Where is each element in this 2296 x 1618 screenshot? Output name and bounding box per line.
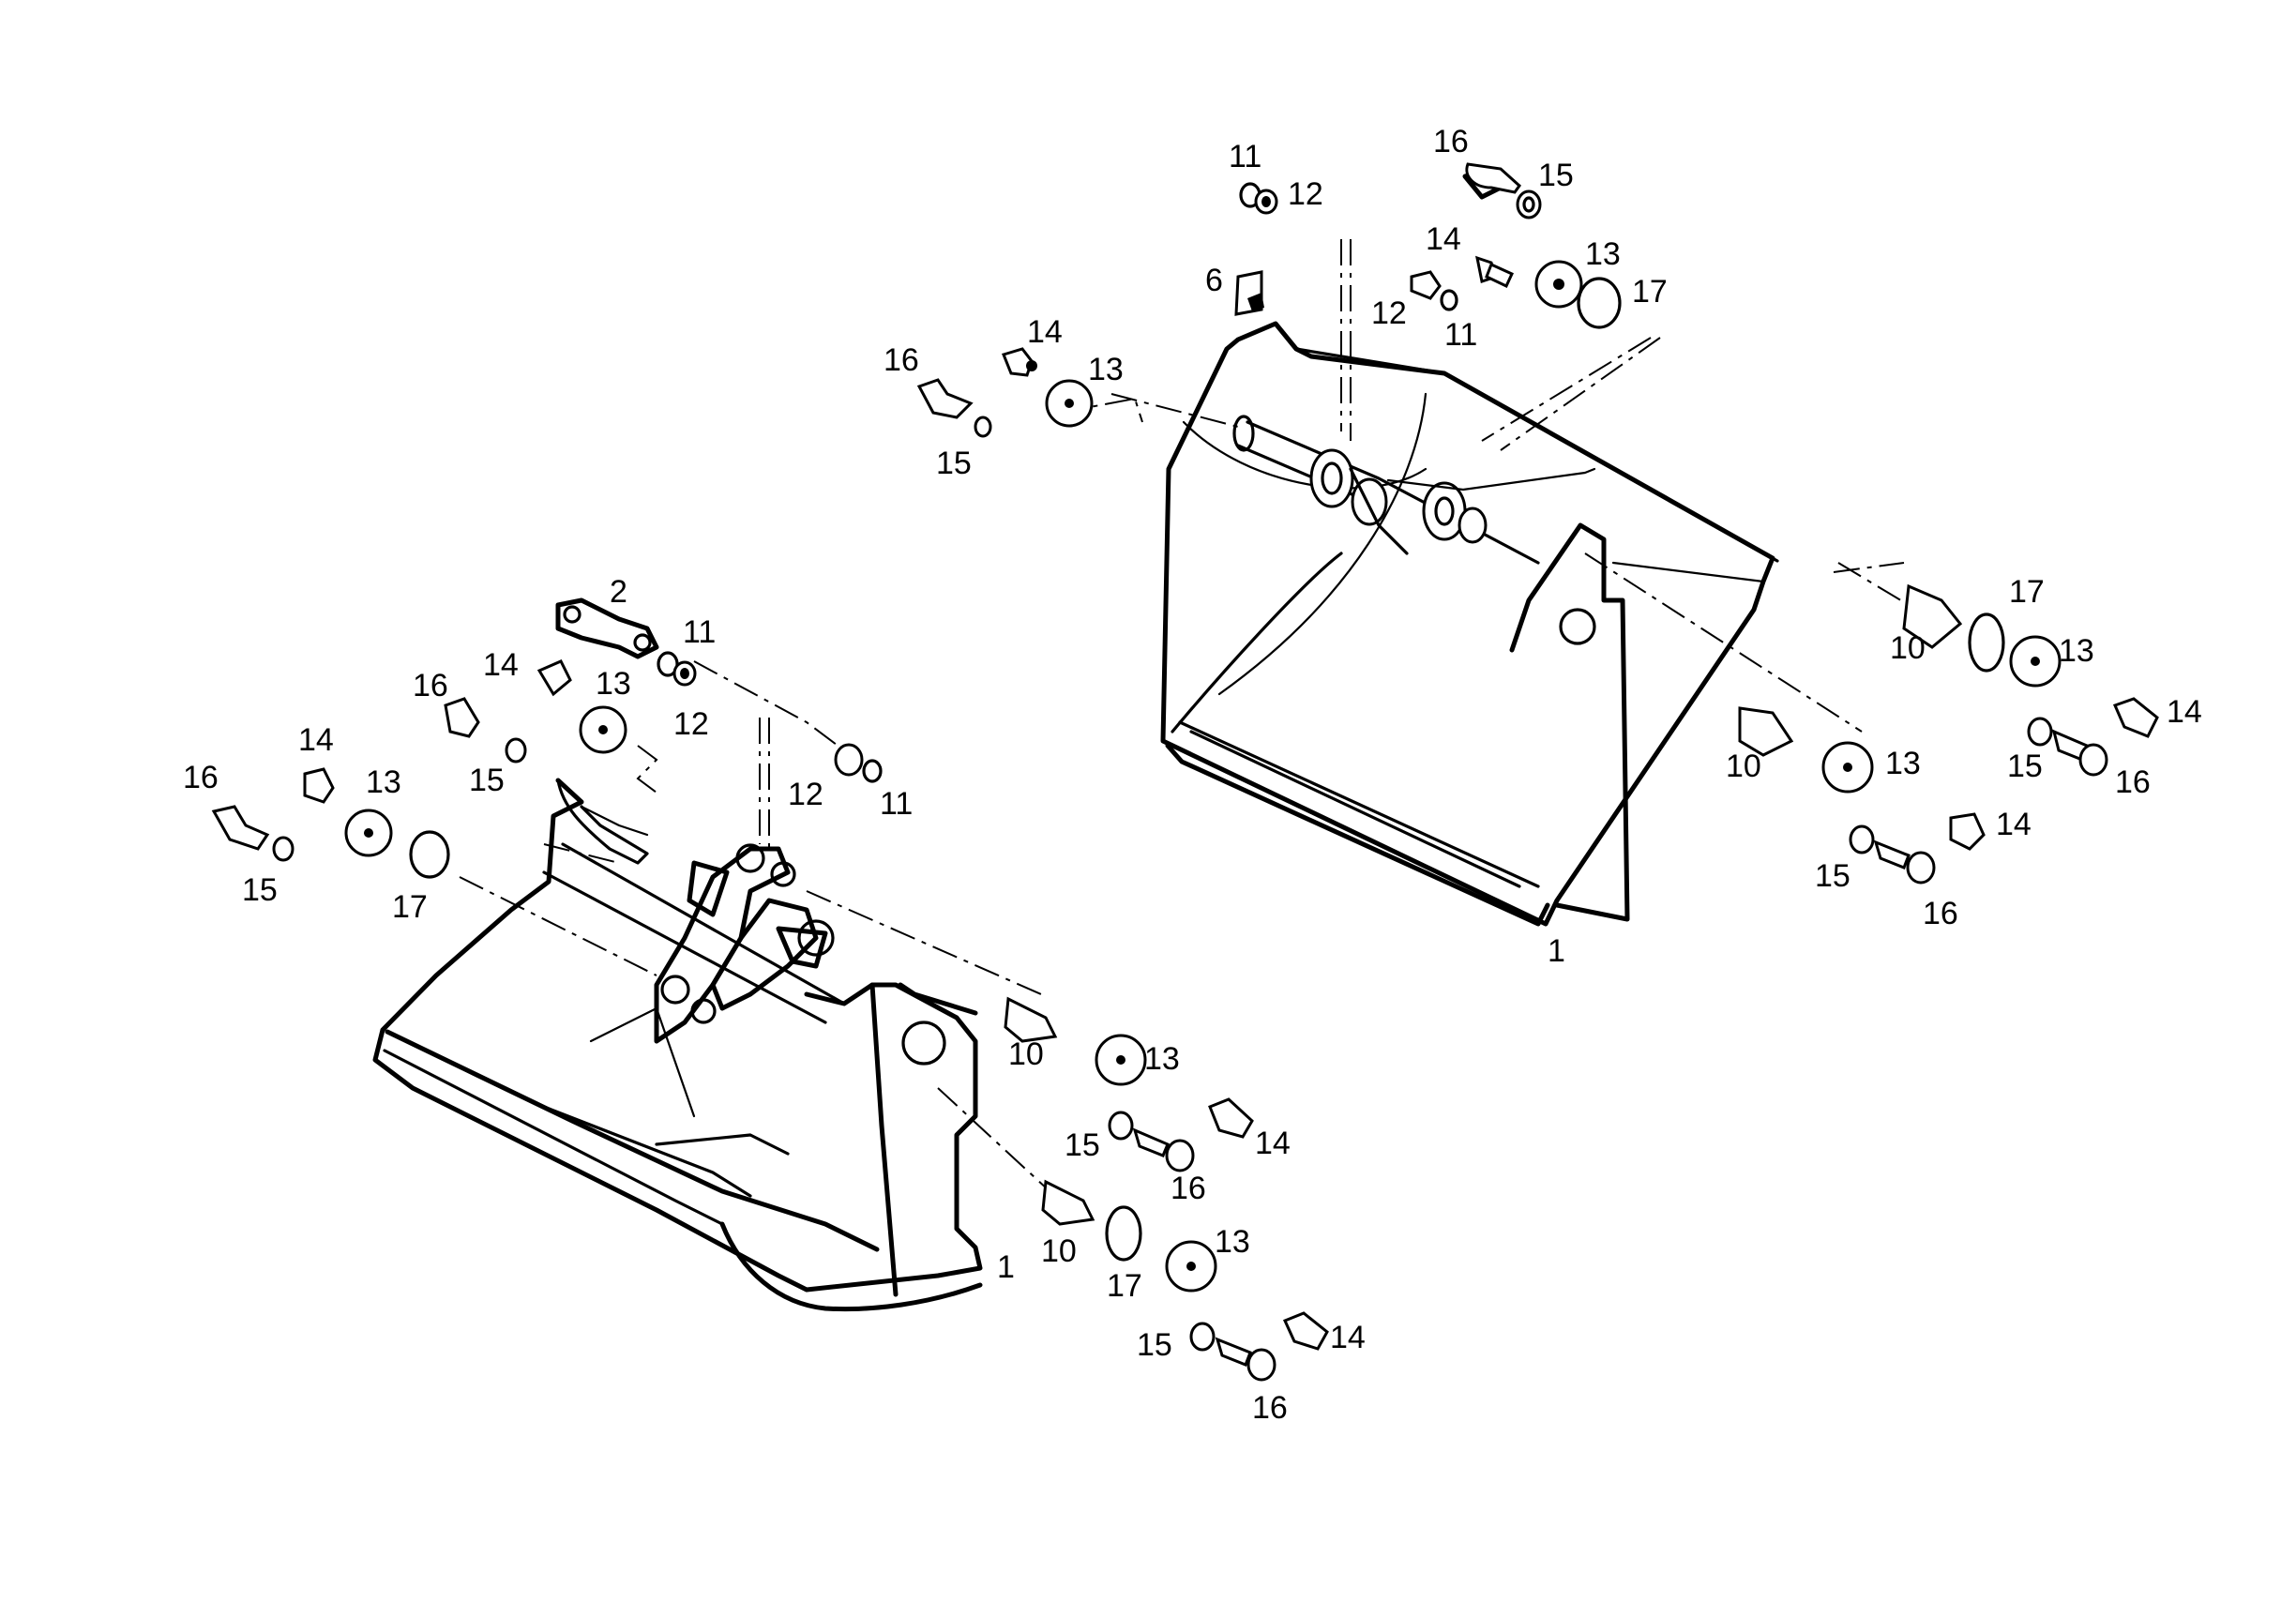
callout-r-11-top: 11 (1229, 139, 1261, 174)
callout-l-13-b: 13 (366, 764, 401, 800)
callout-r-6: 6 (1205, 263, 1223, 298)
callout-l-14-d: 14 (1330, 1320, 1366, 1355)
callout-l-14-c: 14 (1255, 1126, 1291, 1161)
callout-r-15-top: 15 (1538, 158, 1574, 193)
callout-r-14-top: 14 (1426, 221, 1461, 257)
callout-l-16-b: 16 (183, 760, 219, 795)
callout-r-15-right-a: 15 (2007, 749, 2043, 784)
callout-l-13-a: 13 (596, 666, 631, 702)
callout-l-15-c: 15 (1065, 1127, 1100, 1163)
callout-l-10-a: 10 (1008, 1036, 1044, 1072)
callout-r-14-left: 14 (1027, 314, 1063, 350)
callout-l-11-a: 11 (683, 614, 716, 650)
callout-l-13-d: 13 (1215, 1224, 1250, 1260)
callout-l-15-b: 15 (242, 872, 278, 908)
callout-r-10-right-b: 10 (1726, 749, 1761, 784)
callout-l-13-c: 13 (1144, 1041, 1180, 1077)
callout-l-17-b: 17 (1107, 1268, 1142, 1304)
callout-l-17-a: 17 (392, 889, 428, 925)
callout-l-15-a: 15 (469, 763, 505, 798)
callout-r-12-mid: 12 (1371, 295, 1407, 331)
callout-r-16-right-a: 16 (2115, 764, 2151, 800)
callout-l-14-a: 14 (483, 647, 519, 683)
callout-l-16-c: 16 (1171, 1171, 1206, 1206)
callout-l-16-a: 16 (413, 668, 448, 703)
callout-r-17-top: 17 (1632, 274, 1668, 310)
callout-r-16-right-b: 16 (1923, 896, 1958, 931)
callout-l-12-b: 12 (788, 777, 823, 812)
callout-r-10-right-a: 10 (1890, 630, 1926, 666)
callout-l-16-d: 16 (1252, 1390, 1288, 1426)
bucket-right (1059, 239, 1933, 927)
callout-l-1: 1 (997, 1249, 1015, 1285)
callout-r-13-top: 13 (1585, 236, 1621, 272)
callout-r-1: 1 (1548, 933, 1565, 969)
callout-r-14-right-b: 14 (1996, 807, 2032, 842)
callout-r-13-right-b: 13 (1885, 746, 1921, 781)
callout-l-12-a: 12 (673, 706, 709, 742)
callout-l-2: 2 (610, 574, 627, 610)
callout-r-14-right-a: 14 (2167, 694, 2202, 730)
callout-r-11-mid: 11 (1444, 317, 1477, 353)
callout-r-16-left: 16 (884, 342, 919, 378)
callout-l-14-b: 14 (298, 722, 334, 758)
callout-r-12-top: 12 (1288, 176, 1323, 212)
callout-l-10-b: 10 (1041, 1233, 1077, 1269)
callout-r-13-left: 13 (1088, 352, 1124, 387)
callout-r-17-right: 17 (2009, 574, 2045, 610)
callout-l-15-d: 15 (1137, 1327, 1172, 1363)
callout-r-15-left: 15 (936, 446, 972, 481)
callout-r-13-right-a: 13 (2059, 633, 2094, 669)
callout-l-11-b: 11 (880, 786, 913, 822)
small-parts (211, 162, 2159, 1382)
callout-r-15-right-b: 15 (1815, 858, 1850, 894)
bucket-left (372, 660, 1061, 1312)
callout-r-16-top: 16 (1433, 124, 1469, 159)
